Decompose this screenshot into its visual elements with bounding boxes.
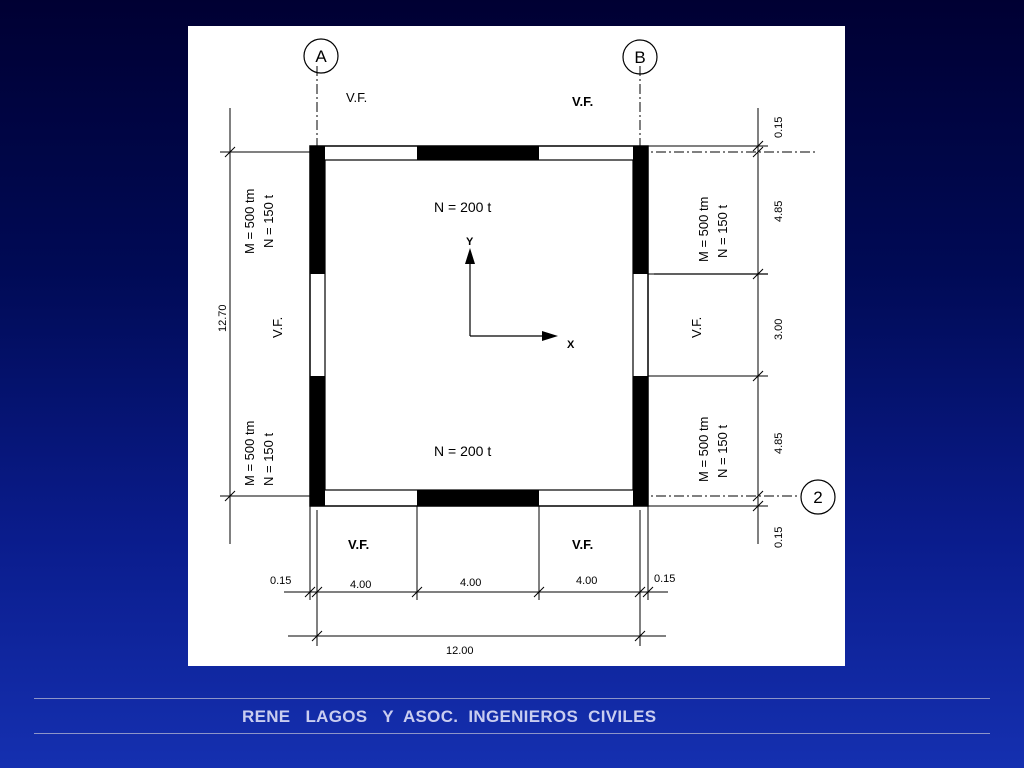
plan-svg: A B 2 V.F. V.F. V.F. V.F. <box>217 38 836 657</box>
shear-wall-left-top <box>310 146 325 274</box>
svg-text:0.15: 0.15 <box>773 527 785 548</box>
axis-bubble-b: B <box>622 39 658 75</box>
svg-text:3.00: 3.00 <box>773 319 785 340</box>
svg-text:4.85: 4.85 <box>773 433 785 454</box>
svg-text:12.70: 12.70 <box>217 304 229 332</box>
footer-company-name: RENE LAGOS Y ASOC. INGENIEROS CIVILES <box>242 707 657 726</box>
shear-wall-right-top <box>633 146 648 274</box>
svg-text:4.85: 4.85 <box>773 201 785 222</box>
moment-left-bottom: M = 500 tm <box>242 421 257 486</box>
footer-rule-bottom <box>34 733 990 734</box>
vf-label-bottom-right: V.F. <box>572 537 593 552</box>
footer-rule-top <box>34 698 990 699</box>
svg-text:Y: Y <box>466 236 474 248</box>
axial-top: N = 200 t <box>434 199 491 215</box>
axial-left-bottom: N = 150 t <box>261 432 276 486</box>
vf-label-top-left: V.F. <box>346 90 367 105</box>
vf-label-right: V.F. <box>689 317 704 338</box>
axis-bubble-a: A <box>303 38 339 74</box>
axial-left-top: N = 150 t <box>261 194 276 248</box>
axis-bubble-2: 2 <box>800 479 836 515</box>
svg-text:A: A <box>315 47 327 66</box>
axial-right-top: N = 150 t <box>715 204 730 258</box>
shear-wall-left-bottom <box>310 376 325 506</box>
svg-text:4.00: 4.00 <box>460 577 481 589</box>
axial-bottom: N = 200 t <box>434 443 491 459</box>
svg-text:2: 2 <box>813 488 822 507</box>
vf-label-left: V.F. <box>270 317 285 338</box>
svg-text:4.00: 4.00 <box>576 575 597 587</box>
vf-label-top-right: V.F. <box>572 94 593 109</box>
svg-text:X: X <box>567 339 575 351</box>
structural-plan-drawing: A B 2 V.F. V.F. V.F. V.F. <box>188 26 845 666</box>
dimension-bottom: 0.15 4.00 4.00 4.00 0.15 12.00 <box>270 506 675 657</box>
shear-wall-bottom-middle <box>417 490 539 506</box>
vf-label-bottom-left: V.F. <box>348 537 369 552</box>
dimension-right: 0.15 4.85 3.00 4.85 0.15 <box>648 108 785 548</box>
svg-text:12.00: 12.00 <box>446 645 474 657</box>
svg-text:0.15: 0.15 <box>773 117 785 138</box>
svg-text:0.15: 0.15 <box>654 573 675 585</box>
shear-wall-top-middle <box>417 146 539 160</box>
coordinate-axes: Y X <box>465 236 575 351</box>
moment-left-top: M = 500 tm <box>242 189 257 254</box>
moment-right-top: M = 500 tm <box>696 197 711 262</box>
svg-text:0.15: 0.15 <box>270 575 291 587</box>
axial-right-bottom: N = 150 t <box>715 424 730 478</box>
svg-text:4.00: 4.00 <box>350 579 371 591</box>
shear-wall-right-bottom <box>633 376 648 506</box>
dimension-left: 12.70 <box>217 108 310 544</box>
svg-text:B: B <box>634 48 645 67</box>
moment-right-bottom: M = 500 tm <box>696 417 711 482</box>
